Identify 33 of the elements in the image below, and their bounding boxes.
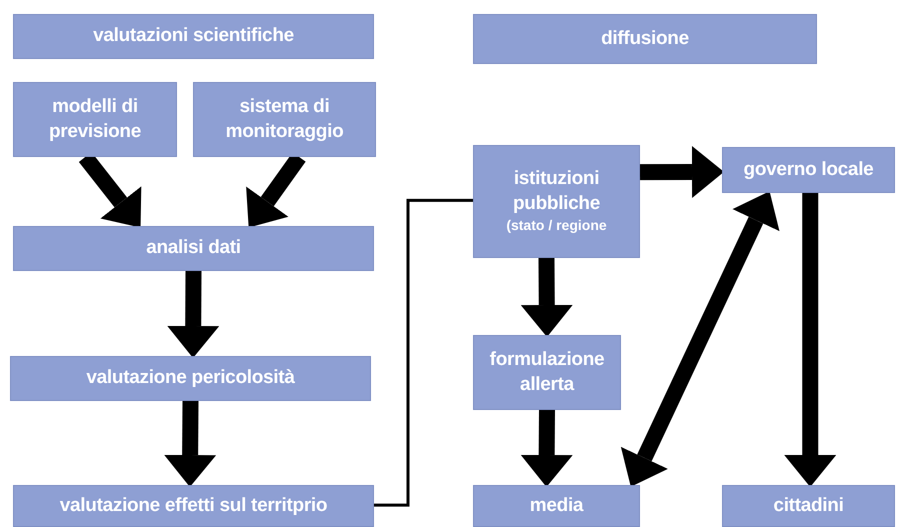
box-subtitle: (stato / regione bbox=[506, 216, 607, 236]
block-arrow bbox=[640, 146, 724, 198]
connector-line bbox=[374, 198, 473, 507]
box-title: valutazioni scientifiche bbox=[93, 24, 294, 48]
block-arrow bbox=[520, 410, 573, 487]
process-box bbox=[473, 335, 621, 410]
process-box bbox=[193, 82, 376, 157]
box-title: istituzioni pubbliche bbox=[512, 167, 602, 216]
box-title: diffusione bbox=[601, 26, 689, 51]
process-box bbox=[13, 14, 374, 59]
box-title: modelli di previsione bbox=[48, 94, 142, 144]
process-box bbox=[13, 82, 177, 157]
block-arrow bbox=[520, 258, 573, 337]
box-title: analisi dati bbox=[146, 236, 241, 260]
process-box bbox=[473, 485, 640, 527]
process-box bbox=[13, 485, 374, 527]
process-box bbox=[722, 147, 895, 193]
box-title: media bbox=[530, 494, 584, 518]
block-arrow bbox=[784, 193, 836, 487]
box-title: cittadini bbox=[773, 494, 844, 518]
process-box bbox=[473, 145, 640, 258]
process-box bbox=[722, 485, 895, 527]
process-box bbox=[10, 356, 371, 401]
process-box bbox=[13, 226, 374, 271]
box-title: governo locale bbox=[744, 158, 874, 182]
block-arrow bbox=[167, 270, 220, 358]
box-title: valutazione effetti sul territprio bbox=[60, 494, 328, 518]
block-arrow bbox=[620, 191, 780, 487]
box-title: valutazione pericolosità bbox=[86, 366, 295, 390]
box-title: formulazione allerta bbox=[488, 348, 606, 396]
process-box bbox=[473, 14, 817, 64]
block-arrow bbox=[164, 400, 216, 487]
box-title: sistema di monitoraggio bbox=[224, 94, 344, 144]
